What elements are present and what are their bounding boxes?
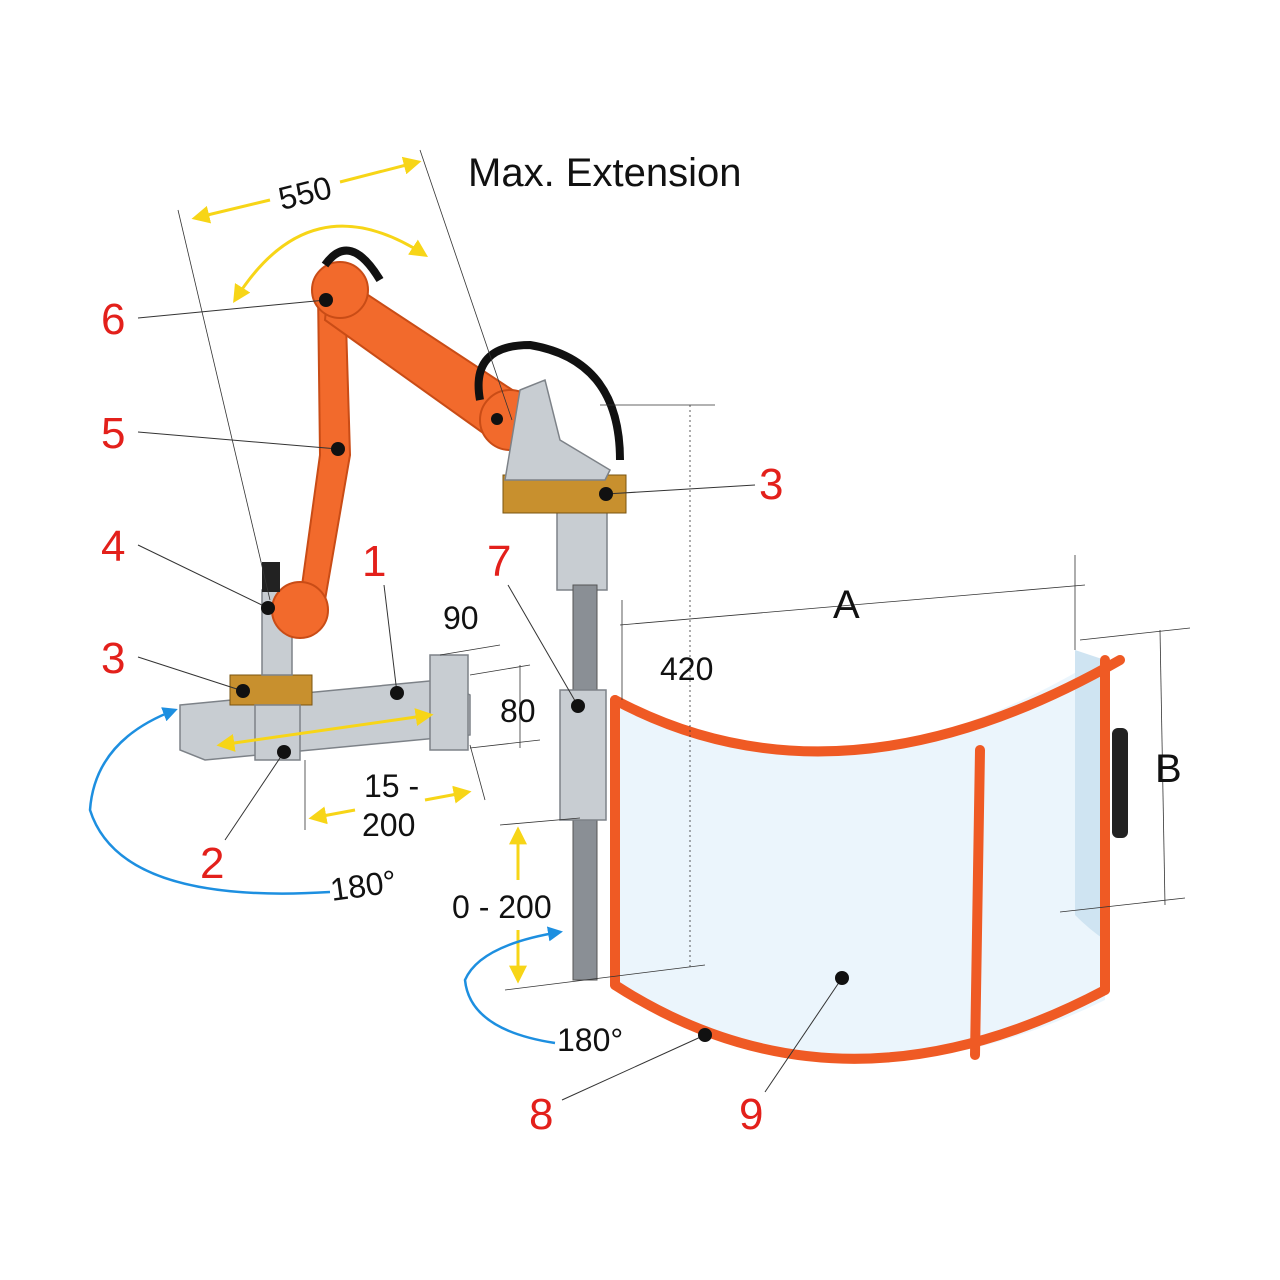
dimension-lines — [88, 149, 1191, 1045]
callout-6: 6 — [101, 295, 125, 344]
arm-length-arrow-left — [191, 198, 271, 224]
post — [502, 474, 627, 981]
dim-bracket-width: 90 — [443, 600, 479, 636]
callout-8: 8 — [529, 1090, 553, 1139]
shield-side — [1075, 650, 1105, 940]
slide-arrow — [216, 708, 434, 752]
cable — [474, 340, 624, 461]
shield-handle — [1112, 728, 1128, 838]
shield-frame-top — [610, 655, 1125, 757]
callout-7: 7 — [487, 537, 511, 586]
dim-height-adjust: 0 - 200 — [452, 889, 552, 925]
dim-slide-range-2: 200 — [362, 807, 415, 843]
arm-length-arrow-right — [339, 156, 422, 184]
callout-1: 1 — [362, 537, 386, 586]
articulated-arm — [262, 246, 624, 639]
dim-shield-width: A — [833, 583, 860, 627]
callout-2: 2 — [200, 839, 224, 888]
title: Max. Extension — [468, 151, 741, 195]
shield-frame-mid — [970, 745, 985, 1060]
callout-3-right: 3 — [759, 460, 783, 509]
shield — [610, 650, 1128, 1064]
callout-3-left: 3 — [101, 634, 125, 683]
dim-rotation-base: 180° — [328, 863, 399, 908]
dim-slide-range-1: 15 - — [364, 768, 419, 804]
dim-bracket-height: 80 — [500, 693, 536, 729]
shield-panel — [615, 655, 1105, 1062]
dim-arm-length: 550 — [275, 169, 336, 217]
callout-4: 4 — [101, 522, 125, 571]
callout-5: 5 — [101, 409, 125, 458]
dim-shield-height: B — [1155, 747, 1182, 791]
arm-swing-arrow — [233, 224, 429, 304]
base-rotation-arrow — [88, 707, 331, 895]
shield-frame-bottom — [610, 980, 1110, 1064]
callout-leaders — [137, 293, 849, 1101]
callout-9: 9 — [739, 1090, 763, 1139]
dim-post-height: 420 — [660, 651, 713, 687]
dim-rotation-post: 180° — [557, 1022, 623, 1058]
post-rotation-arrow — [463, 926, 563, 1045]
